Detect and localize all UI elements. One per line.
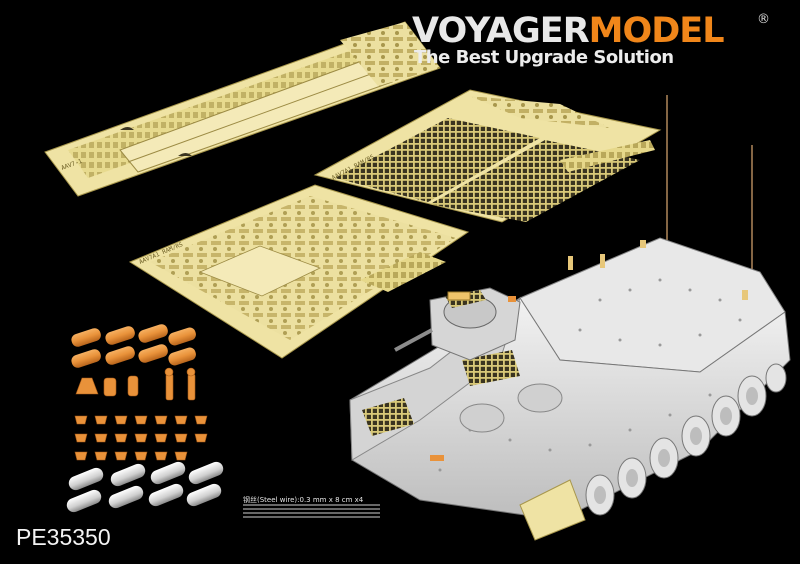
pe-fret-a: [44, 21, 441, 197]
steel-wire-label: 钢丝(Steel wire):0.3 mm x 8 cm x4: [243, 496, 364, 504]
brand-tagline: The Best Upgrade Solution: [414, 47, 674, 68]
metal-cylinders: [66, 461, 224, 513]
brand-name-part2: MODEL: [588, 11, 725, 51]
brand-name-part1: VOYAGER: [412, 11, 590, 51]
product-code: PE35350: [16, 524, 111, 550]
resin-parts: [71, 324, 208, 461]
pe-fret-c: [128, 184, 470, 359]
aav7-model: [349, 95, 791, 541]
registered-mark: ®: [757, 12, 770, 27]
pe-fret-b: [313, 89, 662, 223]
steel-wire: [243, 504, 380, 518]
brand-logo: VOYAGERMODEL: [412, 11, 725, 51]
